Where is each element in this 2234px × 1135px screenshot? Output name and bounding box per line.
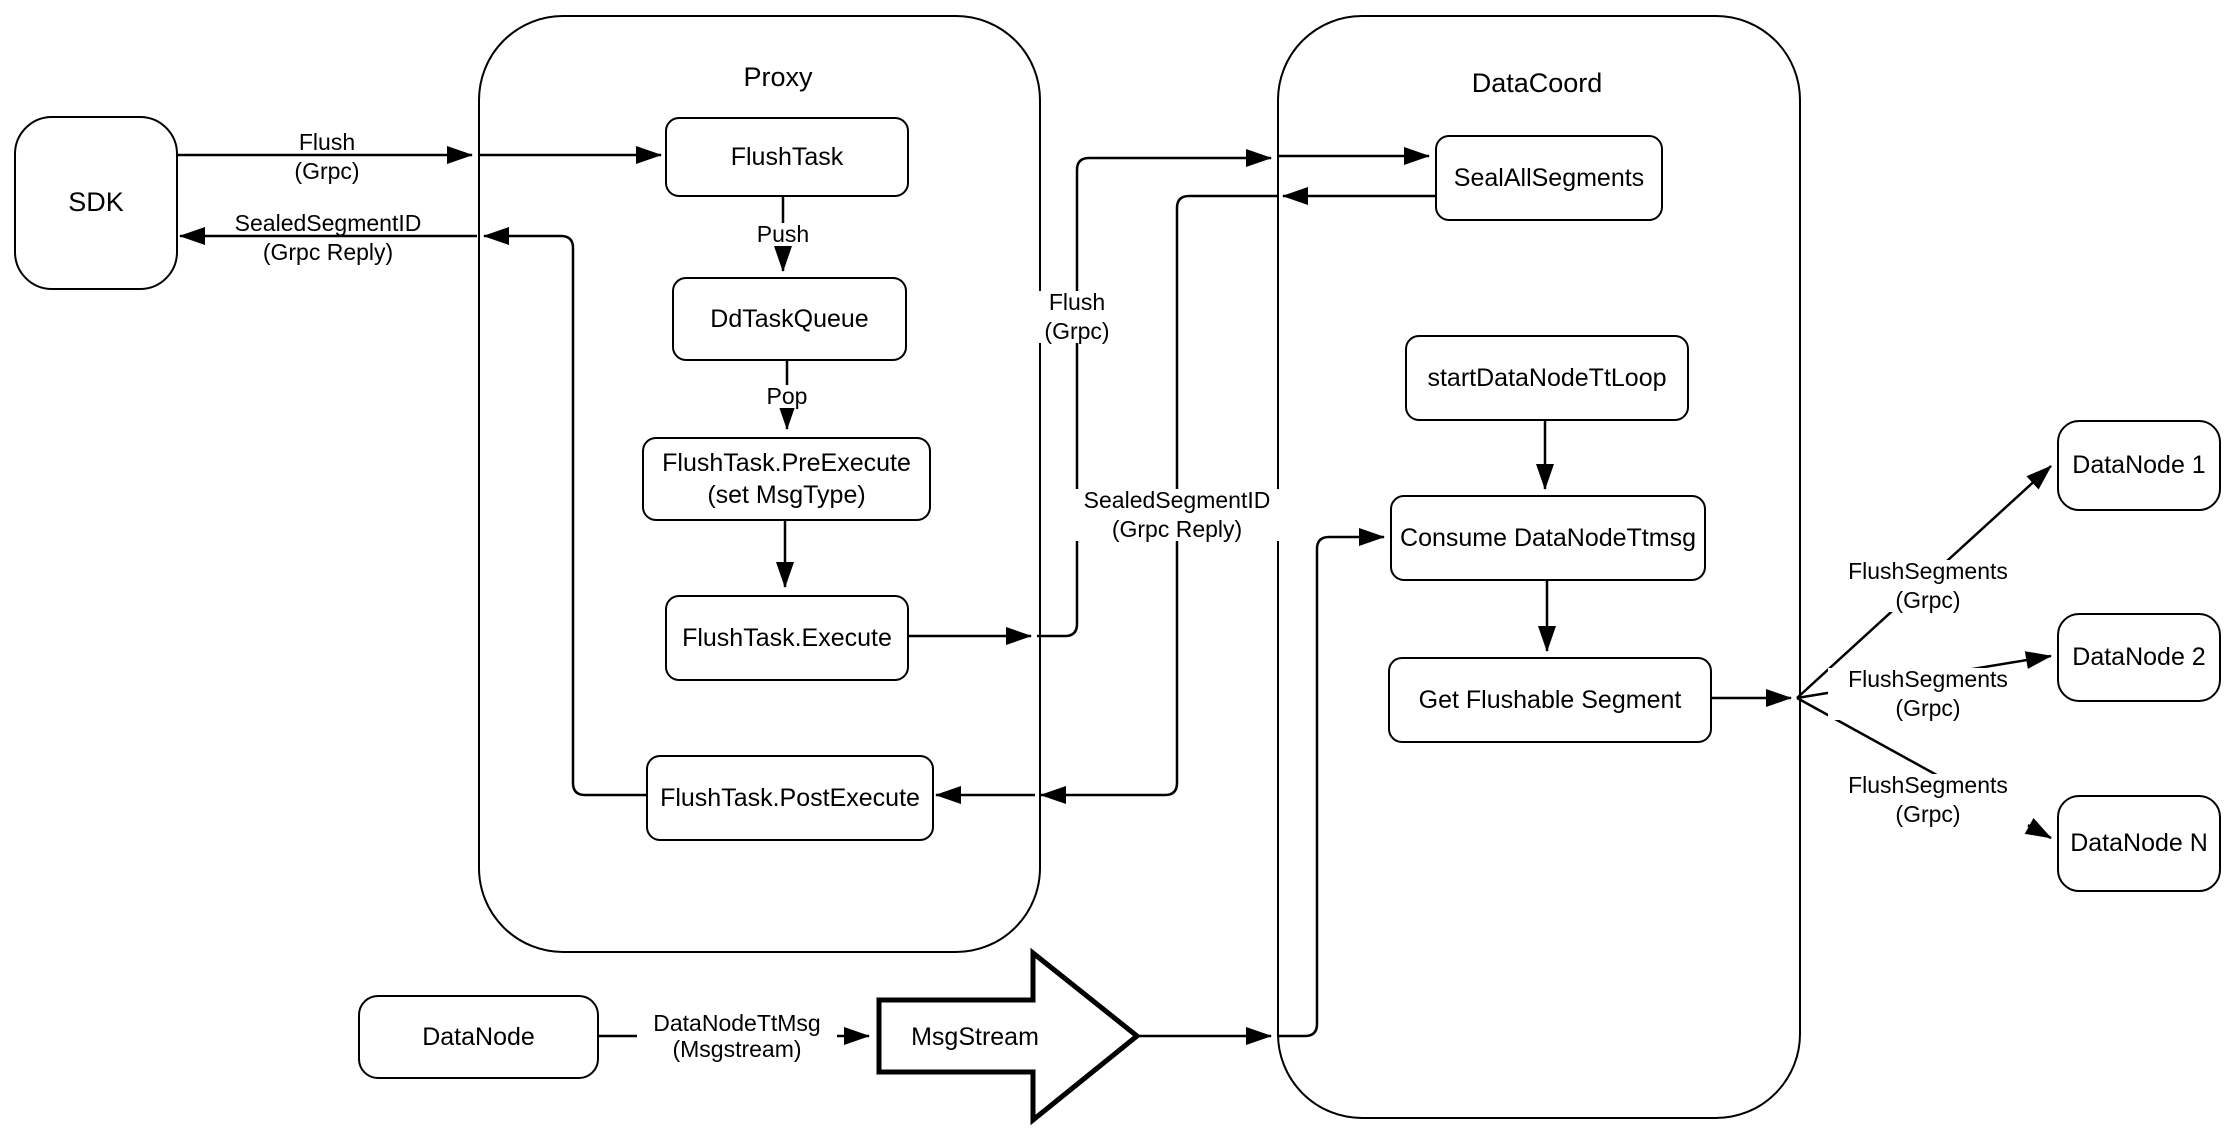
edge-label-flushsegments-1: FlushSegments (Grpc): [1828, 560, 2028, 612]
flushtask-postexecute-node: FlushTask.PostExecute: [646, 755, 934, 841]
sealallsegments-node: SealAllSegments: [1435, 135, 1663, 221]
edge-label-flush-grpc-mid-line1: Flush: [1048, 289, 1106, 315]
datanode1-label: DataNode 1: [2072, 451, 2206, 480]
get-flushable-segment-node: Get Flushable Segment: [1388, 657, 1712, 743]
startdatanodettloop-label: startDataNodeTtLoop: [1427, 363, 1667, 392]
edge-label-pop: Pop: [741, 385, 833, 408]
sealallsegments-label: SealAllSegments: [1453, 163, 1645, 192]
edge-postexecute-to-proxy-border: [483, 227, 646, 797]
edge-label-flushsegments-1-line2: (Grpc): [1895, 587, 1961, 613]
edge-label-datanodettmsg-line1: DataNodeTtMsg: [653, 1010, 821, 1036]
get-flushable-segment-label: Get Flushable Segment: [1418, 685, 1682, 714]
edge-label-flush-grpc-mid: Flush (Grpc): [1017, 291, 1137, 343]
edge-label-datanodettmsg-line2: (Msgstream): [672, 1036, 802, 1062]
datanoden-node: DataNode N: [2057, 795, 2221, 892]
datanode-source-node: DataNode: [358, 995, 599, 1079]
datanode-source-label: DataNode: [422, 1022, 535, 1051]
edge-label-flushsegments-2: FlushSegments (Grpc): [1828, 668, 2028, 720]
edge-label-flushsegments-2-line2: (Grpc): [1895, 695, 1961, 721]
edge-label-flush-grpc-sdk-line1: Flush: [298, 129, 356, 155]
datanode2-node: DataNode 2: [2057, 613, 2221, 702]
consume-datanodettmsg-node: Consume DataNodeTtmsg: [1390, 495, 1706, 581]
edge-label-flush-grpc-sdk: Flush (Grpc): [227, 131, 427, 183]
startdatanodettloop-node: startDataNodeTtLoop: [1405, 335, 1689, 421]
edge-label-flushsegments-3-line1: FlushSegments: [1848, 772, 2008, 798]
edge-label-sealedsegmentid-mid-line1: SealedSegmentID: [1083, 487, 1271, 513]
flushtask-postexecute-label: FlushTask.PostExecute: [660, 783, 920, 812]
edge-label-sealedsegmentid-sdk-line1: SealedSegmentID: [234, 210, 422, 236]
edge-label-pop-text: Pop: [766, 383, 808, 409]
edge-label-flush-grpc-sdk-line2: (Grpc): [294, 158, 360, 184]
edge-label-push-text: Push: [756, 221, 810, 247]
edge-label-sealedsegmentid-mid: SealedSegmentID (Grpc Reply): [1067, 489, 1287, 541]
datacoord-container: [1277, 15, 1801, 1119]
edge-label-push: Push: [737, 223, 829, 246]
edge-label-flushsegments-2-line1: FlushSegments: [1848, 666, 2008, 692]
flushtask-node-label: FlushTask: [730, 142, 844, 171]
sdk-node-label: SDK: [68, 187, 124, 218]
edge-label-flushsegments-3-line2: (Grpc): [1895, 801, 1961, 827]
edge-label-sealedsegmentid-sdk: SealedSegmentID (Grpc Reply): [228, 212, 428, 264]
edge-label-datanodettmsg: DataNodeTtMsg (Msgstream): [637, 1012, 837, 1061]
msgstream-block-arrow: [876, 947, 1141, 1126]
ddtaskqueue-node: DdTaskQueue: [672, 277, 907, 361]
edge-label-sealedsegmentid-mid-line2: (Grpc Reply): [1111, 516, 1243, 542]
flushtask-node: FlushTask: [665, 117, 909, 197]
flushtask-preexecute-node: FlushTask.PreExecute (set MsgType): [642, 437, 931, 521]
edge-flush-up-to-datacoord: [1037, 149, 1272, 638]
datanode2-label: DataNode 2: [2072, 643, 2206, 672]
msgstream-shape-label: MsgStream: [911, 1023, 1039, 1051]
flushtask-execute-label: FlushTask.Execute: [682, 623, 892, 652]
edge-label-flush-grpc-mid-line2: (Grpc): [1044, 318, 1110, 344]
flushtask-preexecute-label-line1: FlushTask.PreExecute: [662, 448, 911, 477]
proxy-container: [478, 15, 1041, 953]
datanode1-node: DataNode 1: [2057, 420, 2221, 511]
datanoden-label: DataNode N: [2070, 829, 2208, 858]
edge-label-sealedsegmentid-sdk-line2: (Grpc Reply): [262, 239, 394, 265]
flushtask-preexecute-label-line2: (set MsgType): [707, 481, 866, 509]
sdk-node: SDK: [14, 116, 178, 290]
datacoord-container-title: DataCoord: [1471, 68, 1603, 98]
flushtask-execute-node: FlushTask.Execute: [665, 595, 909, 681]
consume-datanodettmsg-label: Consume DataNodeTtmsg: [1400, 523, 1696, 552]
edge-label-flushsegments-3: FlushSegments (Grpc): [1828, 774, 2028, 826]
edge-label-flushsegments-1-line1: FlushSegments: [1848, 558, 2008, 584]
ddtaskqueue-node-label: DdTaskQueue: [710, 304, 869, 333]
proxy-container-title: Proxy: [743, 62, 813, 92]
